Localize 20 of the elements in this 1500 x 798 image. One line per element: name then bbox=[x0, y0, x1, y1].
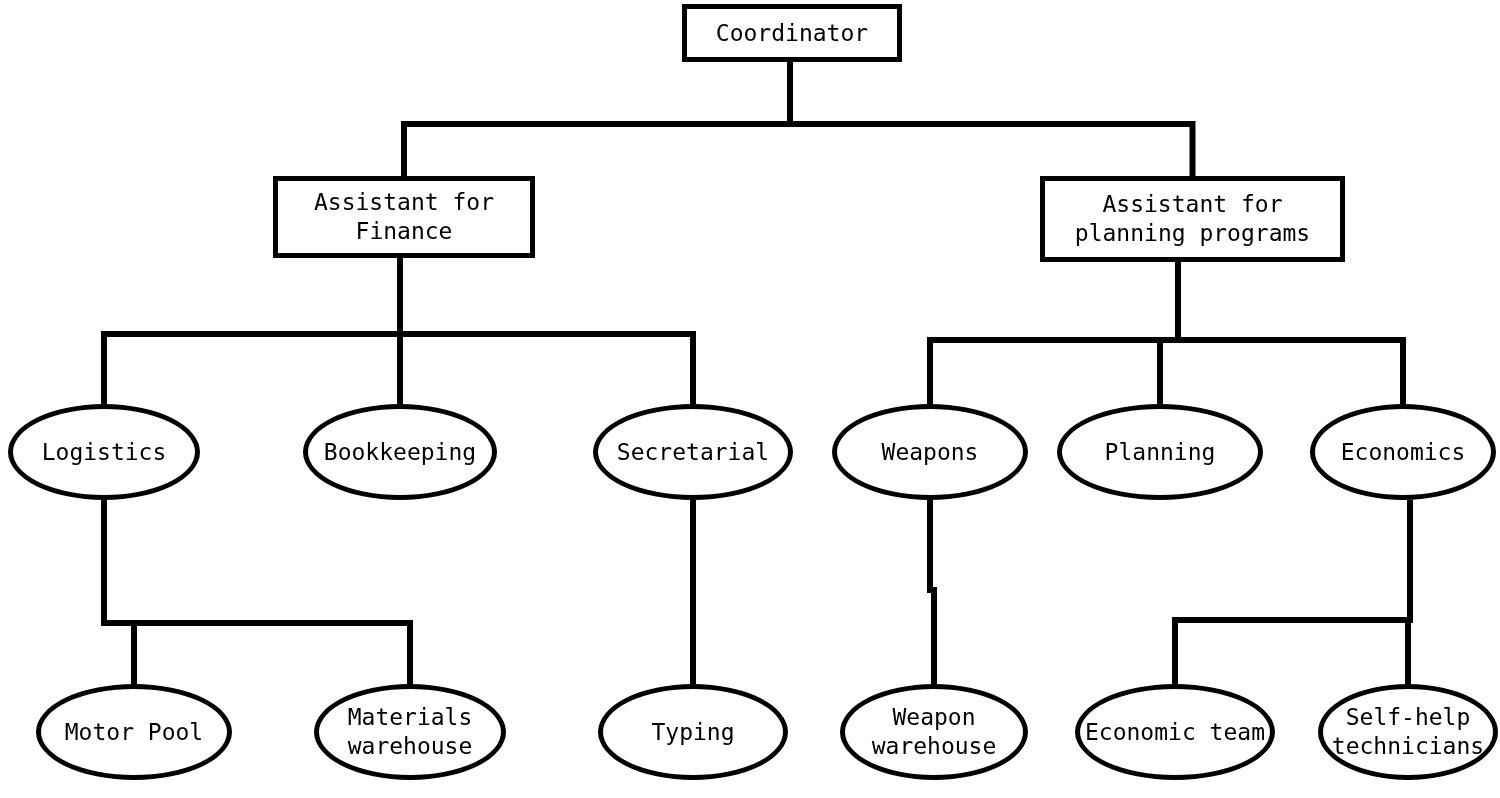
title-box: Assistant for planning programs bbox=[1040, 176, 1345, 262]
unit-ellipse: Weapon warehouse bbox=[840, 684, 1028, 780]
unit-ellipse: Motor Pool bbox=[36, 684, 232, 780]
unit-ellipse: Typing bbox=[598, 684, 788, 780]
connector-line bbox=[787, 62, 1196, 176]
connector-line bbox=[101, 500, 413, 684]
connector-line bbox=[927, 500, 937, 684]
connector-line bbox=[1175, 262, 1406, 404]
unit-ellipse: Logistics bbox=[8, 404, 200, 500]
unit-ellipse: Economics bbox=[1310, 404, 1496, 500]
unit-ellipse: Secretarial bbox=[593, 404, 793, 500]
title-box: Coordinator bbox=[682, 4, 902, 62]
unit-ellipse: Weapons bbox=[832, 404, 1028, 500]
unit-ellipse: Planning bbox=[1057, 404, 1263, 500]
unit-ellipse: Materials warehouse bbox=[314, 684, 506, 780]
connector-line bbox=[690, 500, 696, 684]
unit-ellipse: Self-help technicians bbox=[1318, 684, 1498, 780]
unit-ellipse: Economic team bbox=[1075, 684, 1275, 780]
title-box: Assistant for Finance bbox=[273, 176, 535, 258]
unit-ellipse: Bookkeeping bbox=[303, 404, 497, 500]
